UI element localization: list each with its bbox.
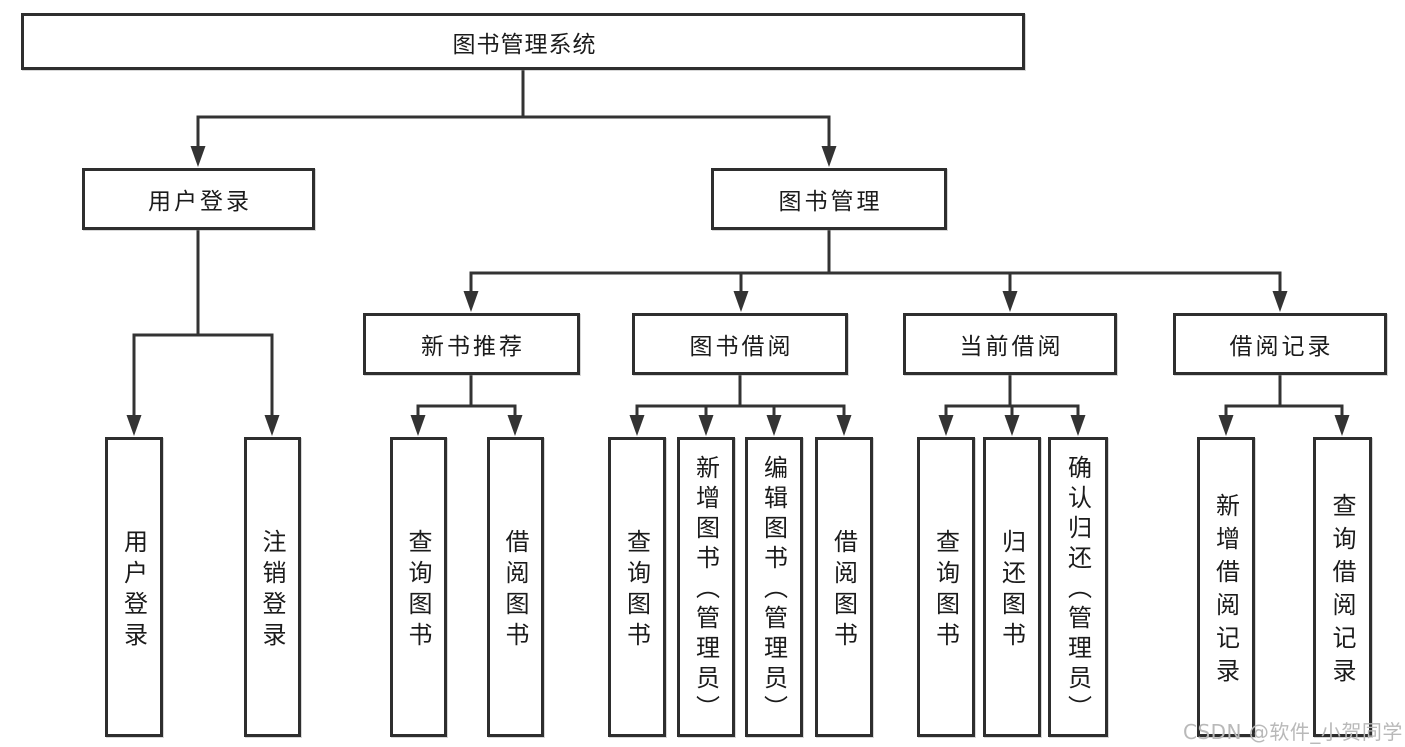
node-leaf-bb-add: 新增图书（管理员） [677,437,735,737]
connector-record-to-leaves [1224,374,1344,417]
node-user-login: 用户登录 [82,168,315,230]
node-leaf-nb-borrow: 借阅图书 [487,437,544,737]
arrow-login-leaf [126,415,142,436]
arrow-bb-edit [766,415,782,436]
connector-current-to-leaves [944,374,1080,417]
arrow-nb-query [410,415,426,436]
node-borrow-record-label: 借阅记录 [1229,334,1334,360]
arrow-current-borrow [1002,291,1018,312]
node-leaf-bb-add-label: 新增图书（管理员） [691,455,720,725]
node-book-mgmt: 图书管理 [711,168,947,230]
arrow-cb-return [1004,415,1020,436]
watermark-text: CSDN @软件_小贺同学 [1183,720,1403,744]
arrow-cb-query [938,415,954,436]
node-leaf-rec-add: 新增借阅记录 [1197,437,1255,737]
arrowheads [126,146,1350,436]
arrow-bb-query [629,415,645,436]
node-leaf-bb-borrow-label: 借阅图书 [829,528,858,653]
connector-root-to-level2 [196,68,831,148]
node-book-borrow: 图书借阅 [632,313,848,375]
arrow-book-mgmt [821,146,837,167]
arrow-cb-confirm [1070,415,1086,436]
node-root: 图书管理系统 [21,13,1025,70]
node-user-login-label: 用户登录 [148,189,252,215]
node-new-book-rec: 新书推荐 [363,313,580,375]
node-leaf-logout: 注销登录 [244,437,301,737]
node-book-borrow-label: 图书借阅 [689,334,794,360]
connector-newbook-to-leaves [416,374,517,417]
arrow-borrow-record [1272,291,1288,312]
node-leaf-rec-add-label: 新增借阅记录 [1211,492,1240,691]
arrow-rec-add [1218,415,1234,436]
node-current-borrow-label: 当前借阅 [959,334,1064,360]
node-leaf-bb-edit: 编辑图书（管理员） [745,437,803,737]
node-leaf-cb-query-label: 查询图书 [931,528,960,653]
arrow-nb-borrow [507,415,523,436]
node-leaf-cb-query: 查询图书 [917,437,975,737]
arrow-bb-add [698,415,714,436]
arrow-user-login [190,146,206,167]
arrow-new-book [463,291,479,312]
node-leaf-logout-label: 注销登录 [258,528,286,653]
arrow-book-borrow [733,291,749,312]
connector-userlogin-to-leaves [132,229,274,417]
node-borrow-record: 借阅记录 [1173,313,1387,375]
node-leaf-bb-query: 查询图书 [608,437,666,737]
node-leaf-bb-query-label: 查询图书 [622,528,651,653]
node-leaf-cb-return-label: 归还图书 [997,528,1026,653]
node-leaf-bb-edit-label: 编辑图书（管理员） [759,455,788,725]
node-leaf-login: 用户登录 [105,437,163,737]
node-book-mgmt-label: 图书管理 [778,189,883,215]
node-leaf-nb-query-label: 查询图书 [404,528,432,653]
connector-borrow-to-leaves [635,374,846,417]
node-leaf-cb-return: 归还图书 [983,437,1041,737]
node-leaf-nb-query: 查询图书 [390,437,447,737]
node-root-label: 图书管理系统 [452,31,597,58]
node-leaf-rec-query-label: 查询借阅记录 [1328,492,1356,691]
arrow-rec-query [1334,415,1350,436]
node-current-borrow: 当前借阅 [903,313,1117,375]
arrow-bb-borrow [836,415,852,436]
node-leaf-cb-confirm: 确认归还（管理员） [1048,437,1108,737]
node-leaf-rec-query: 查询借阅记录 [1313,437,1372,737]
node-leaf-login-label: 用户登录 [119,528,148,653]
arrow-logout-leaf [264,415,280,436]
node-new-book-rec-label: 新书推荐 [421,334,525,360]
node-leaf-nb-borrow-label: 借阅图书 [501,528,529,653]
node-leaf-cb-confirm-label: 确认归还（管理员） [1063,455,1092,725]
connector-bookmgmt-to-level3 [469,230,1282,293]
node-leaf-bb-borrow: 借阅图书 [815,437,873,737]
